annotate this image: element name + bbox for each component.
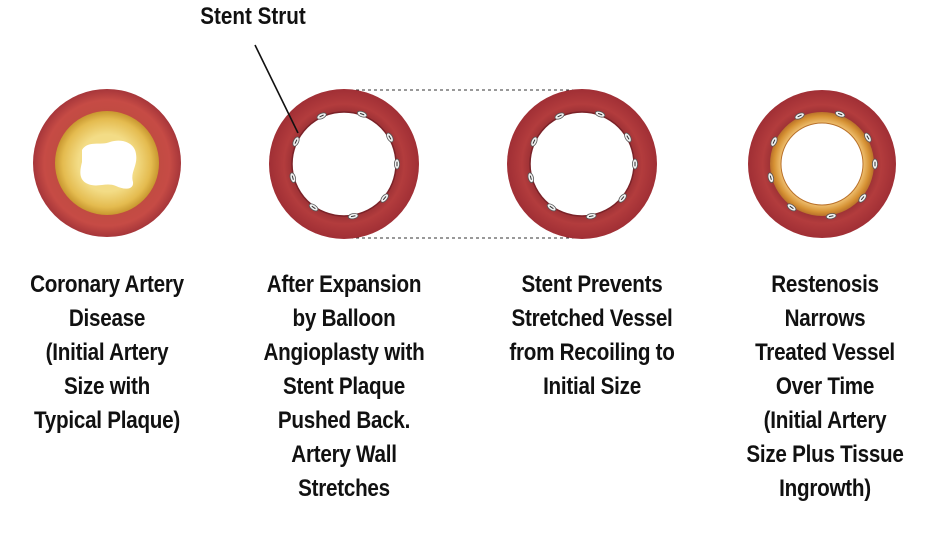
stage-4-artery-cross-section [748,90,896,238]
caption-line: Size with [17,370,198,404]
caption-line: Size Plus Tissue [726,438,924,472]
caption-line: Stretches [241,472,447,506]
stent-strut-leader-line [255,45,298,133]
caption-line: (Initial Artery [17,336,198,370]
stent-strut-callout-label: Stent Strut [189,2,318,32]
caption-line: Stent Plaque [241,370,447,404]
caption-line: by Balloon [241,302,447,336]
caption-line: Disease [17,302,198,336]
caption-line: Over Time [726,370,924,404]
caption-line: (Initial Artery [726,404,924,438]
caption-line: Typical Plaque) [17,404,198,438]
stage-1-caption: Coronary Artery Disease (Initial Artery … [17,268,198,438]
caption-line: Stent Prevents [489,268,695,302]
narrowed-lumen [80,141,136,189]
caption-line: Stretched Vessel [489,302,695,336]
caption-line: Narrows [726,302,924,336]
narrowed-lumen [781,123,863,205]
stage-3-artery-cross-section [507,89,657,239]
caption-line: Restenosis [726,268,924,302]
caption-line: Initial Size [489,370,695,404]
caption-line: Treated Vessel [726,336,924,370]
stage-1-artery-cross-section [33,89,181,237]
caption-line: Angioplasty with [241,336,447,370]
stage-2-caption: After Expansion by Balloon Angioplasty w… [241,268,447,506]
caption-line: Ingrowth) [726,472,924,506]
caption-line: Pushed Back. [241,404,447,438]
stage-4-caption: Restenosis Narrows Treated Vessel Over T… [726,268,924,506]
stage-2-artery-cross-section [269,89,419,239]
caption-line: from Recoiling to [489,336,695,370]
caption-line: Coronary Artery [17,268,198,302]
caption-line: After Expansion [241,268,447,302]
caption-line: Artery Wall [241,438,447,472]
stage-3-caption: Stent Prevents Stretched Vessel from Rec… [489,268,695,404]
